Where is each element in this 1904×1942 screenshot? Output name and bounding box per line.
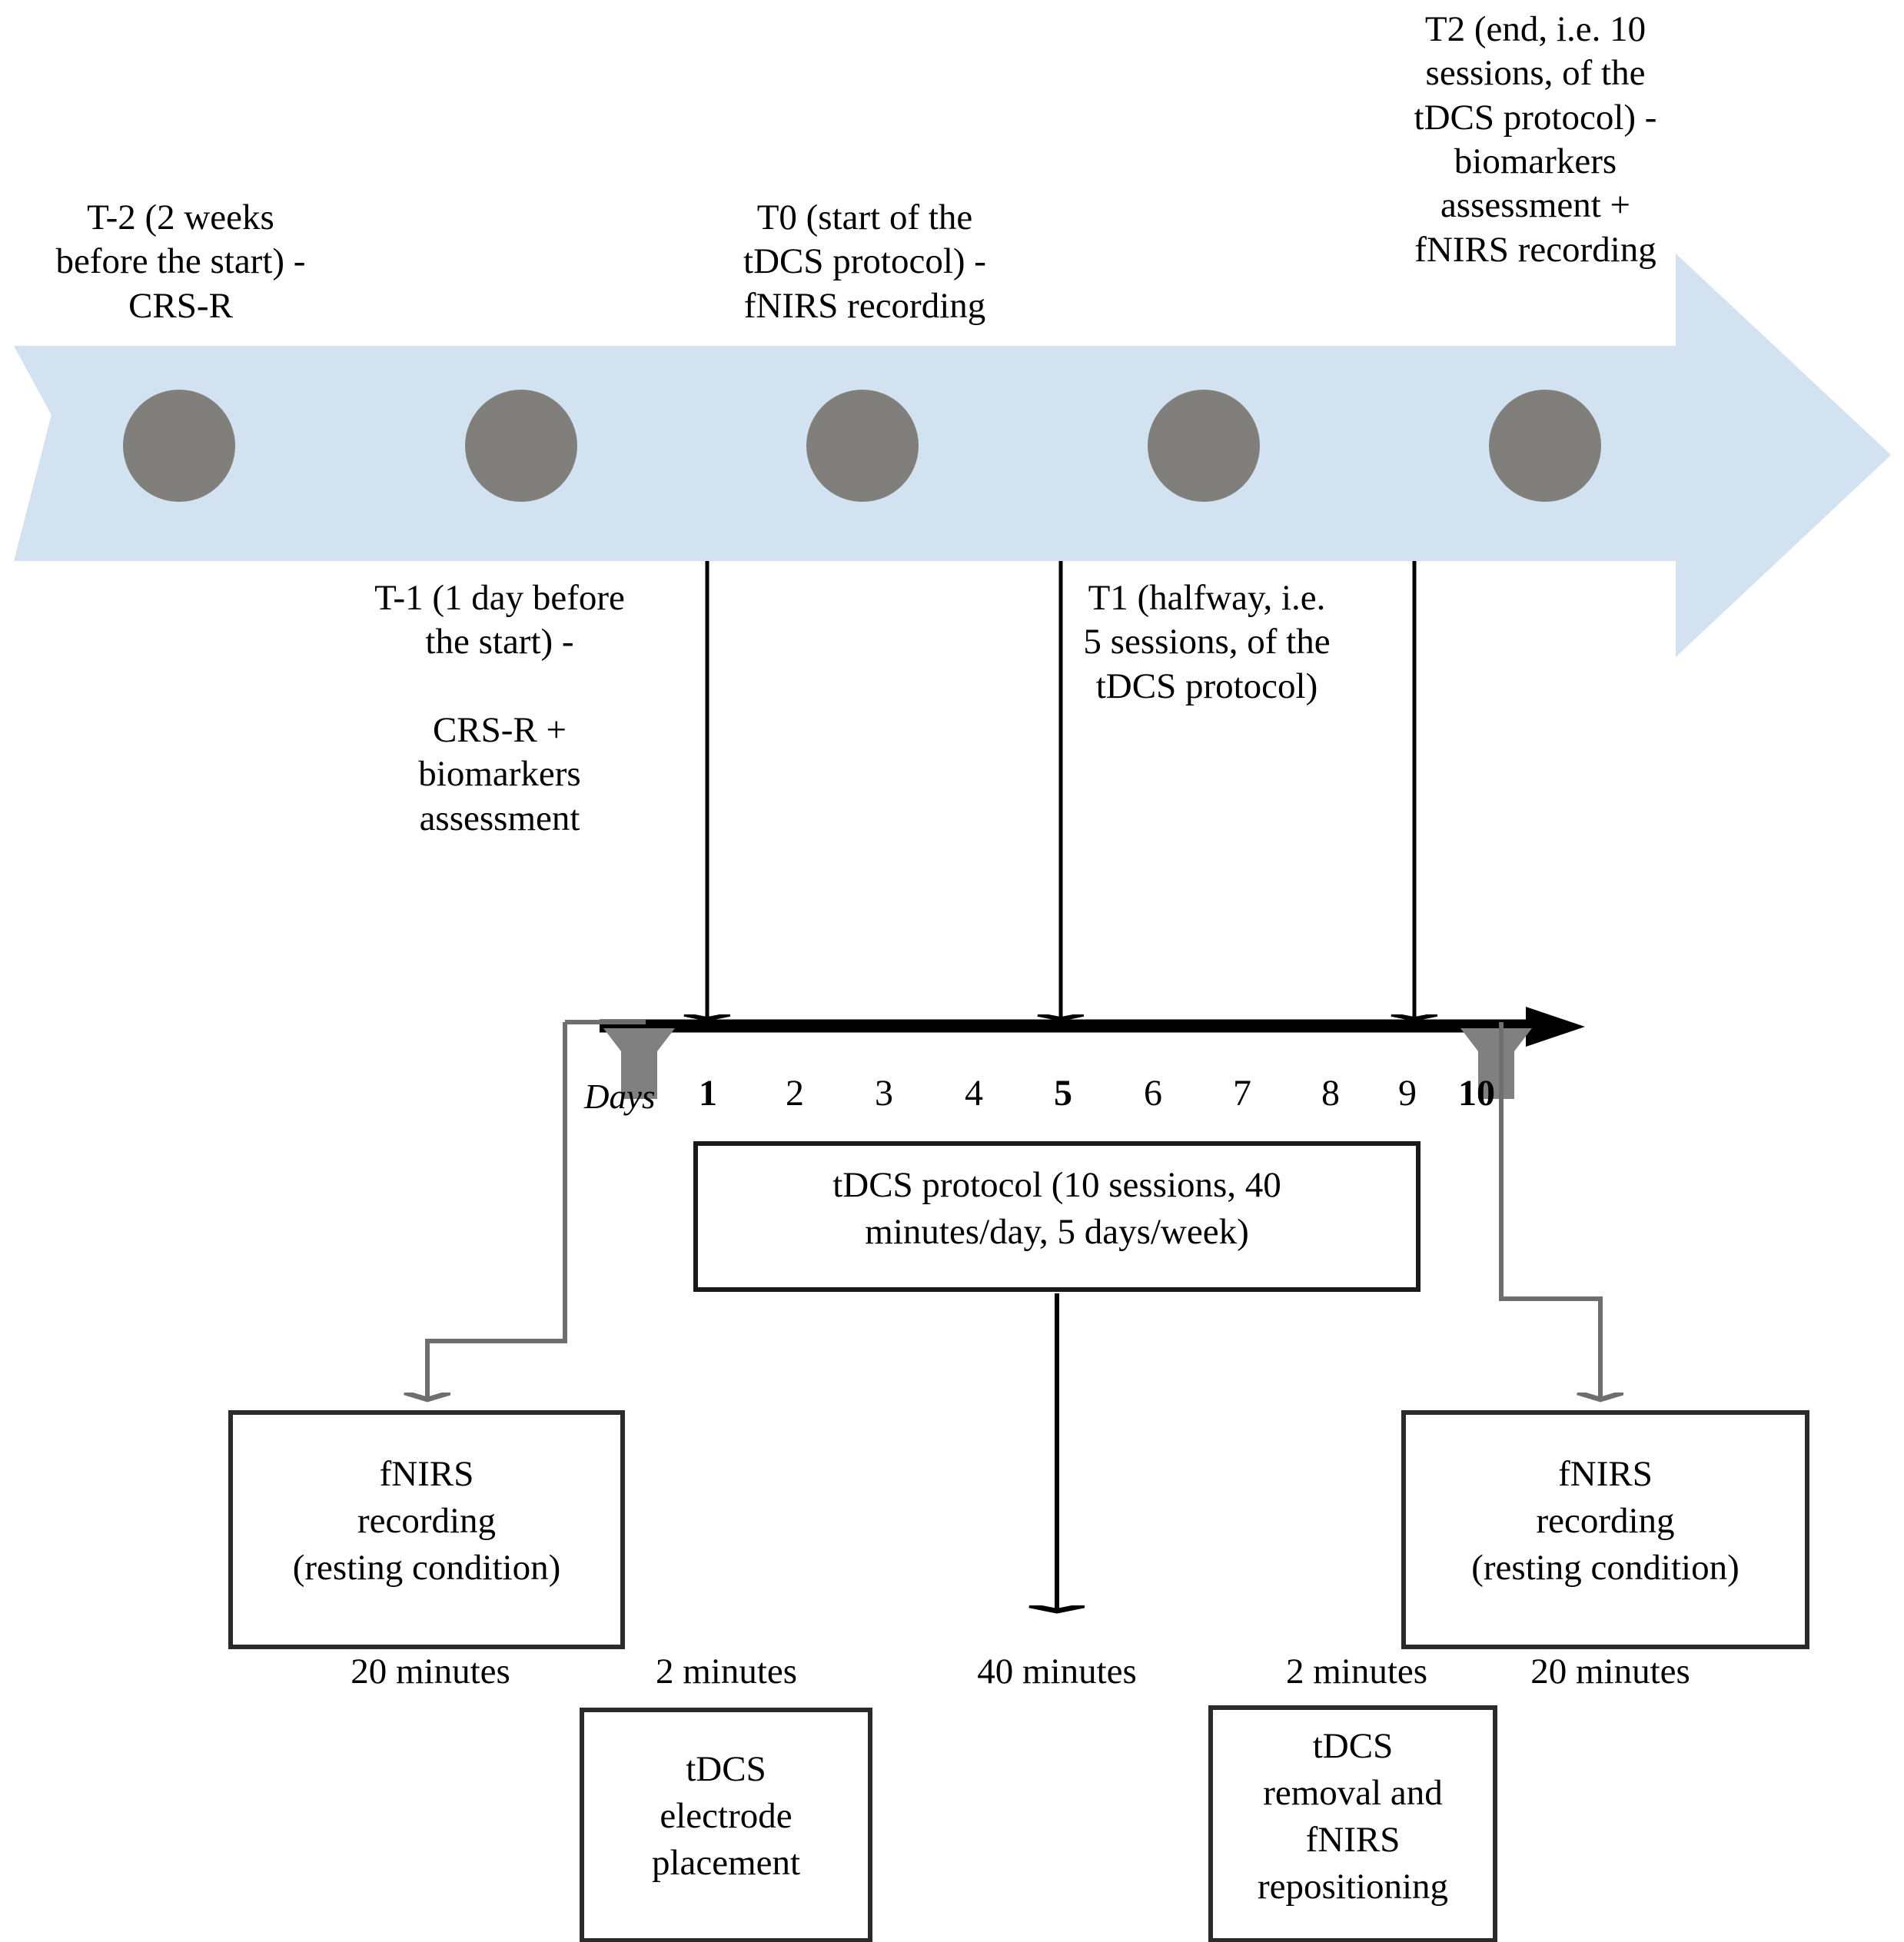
fnirs-right-box-outline — [1401, 1410, 1809, 1649]
milestone-label-t-1: T-1 (1 day before the start) - CRS-R + b… — [374, 578, 625, 838]
duration-label-1: 20 minutes — [351, 1652, 510, 1691]
session-marker-day1 — [603, 1028, 675, 1099]
gray-path-left — [427, 1022, 567, 1397]
day-tick-2: 2 — [786, 1073, 804, 1114]
duration-label-2: 2 minutes — [655, 1652, 798, 1691]
fnirs-left-box-outline — [228, 1410, 625, 1649]
days-axis-label: Days — [584, 1077, 656, 1116]
milestone-dot-4 — [1148, 390, 1260, 502]
duration-label-3: 40 minutes — [977, 1652, 1137, 1691]
tdcs-protocol-box-outline — [693, 1141, 1421, 1292]
tdcs-remove-box-text: tDCS removal and fNIRS repositioning — [1257, 1726, 1449, 1907]
milestone-label-t2: T2 (end, i.e. 10 sessions, of the tDCS p… — [1414, 9, 1657, 270]
day-tick-5: 5 — [1054, 1073, 1072, 1114]
milestone-label-t-2: T-2 (2 weeks before the start) - CRS-R — [55, 198, 306, 326]
milestone-dot-3 — [806, 390, 919, 502]
tdcs-protocol-box-text: tDCS protocol (10 sessions, 40 minutes/d… — [832, 1165, 1281, 1253]
milestone-dot-2 — [465, 390, 577, 502]
duration-label-4: 2 minutes — [1285, 1652, 1428, 1691]
session-marker-day10 — [1460, 1028, 1532, 1099]
duration-label-5: 20 minutes — [1530, 1652, 1690, 1691]
day-tick-7: 7 — [1233, 1073, 1251, 1114]
day-tick-6: 6 — [1144, 1073, 1162, 1114]
day-tick-9: 9 — [1398, 1073, 1417, 1114]
gray-path-right — [1499, 1022, 1600, 1397]
milestone-label-t1: T1 (halfway, i.e. 5 sessions, of the tDC… — [1083, 578, 1331, 706]
day-tick-3: 3 — [875, 1073, 893, 1114]
tdcs-remove-box-outline — [1208, 1705, 1497, 1942]
day-tick-4: 4 — [965, 1073, 983, 1114]
timeline-band — [14, 254, 1891, 657]
milestone-label-t0: T0 (start of the tDCS protocol) - fNIRS … — [743, 198, 986, 326]
tdcs-place-box-outline — [580, 1708, 872, 1942]
milestone-dot-1 — [123, 390, 235, 502]
day-tick-1: 1 — [699, 1073, 717, 1114]
milestone-dot-5 — [1489, 390, 1601, 502]
day-tick-10: 10 — [1458, 1073, 1495, 1114]
day-tick-8: 8 — [1321, 1073, 1340, 1114]
fnirs-left-box-text: fNIRS recording (resting condition) — [292, 1454, 561, 1588]
tdcs-place-box-text: tDCS electrode placement — [651, 1749, 801, 1884]
fnirs-right-box-text: fNIRS recording (resting condition) — [1471, 1454, 1740, 1588]
